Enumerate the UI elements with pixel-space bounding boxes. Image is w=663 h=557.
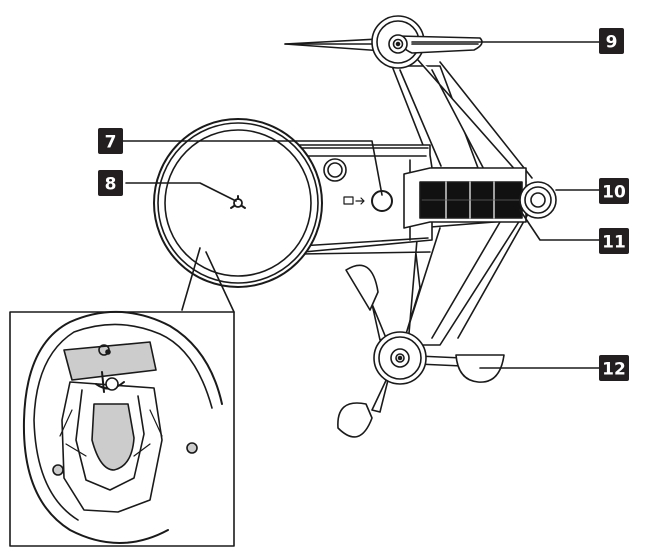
callout-10: 10 — [599, 178, 629, 204]
svg-text:9: 9 — [606, 33, 618, 53]
anemometer-cup — [337, 402, 373, 438]
callout-11: 11 — [599, 228, 629, 254]
callout-8: 8 — [98, 170, 123, 196]
anemometer-cup — [345, 264, 379, 311]
rain-funnel-inset-icon — [9, 310, 235, 547]
bubble-level-icon — [519, 181, 557, 219]
svg-text:12: 12 — [602, 360, 626, 380]
callout-9: 9 — [599, 28, 624, 54]
svg-text:10: 10 — [602, 183, 626, 203]
leader-lines — [121, 41, 601, 369]
solar-panel-icon — [403, 167, 527, 229]
anemometer-icon — [337, 264, 505, 438]
rain-gauge-icon — [153, 118, 323, 288]
svg-text:7: 7 — [105, 133, 117, 153]
svg-text:8: 8 — [105, 175, 117, 195]
callout-12: 12 — [599, 355, 629, 381]
svg-text:11: 11 — [602, 233, 626, 253]
wind-vane-icon — [284, 15, 483, 69]
callout-7: 7 — [98, 128, 123, 154]
